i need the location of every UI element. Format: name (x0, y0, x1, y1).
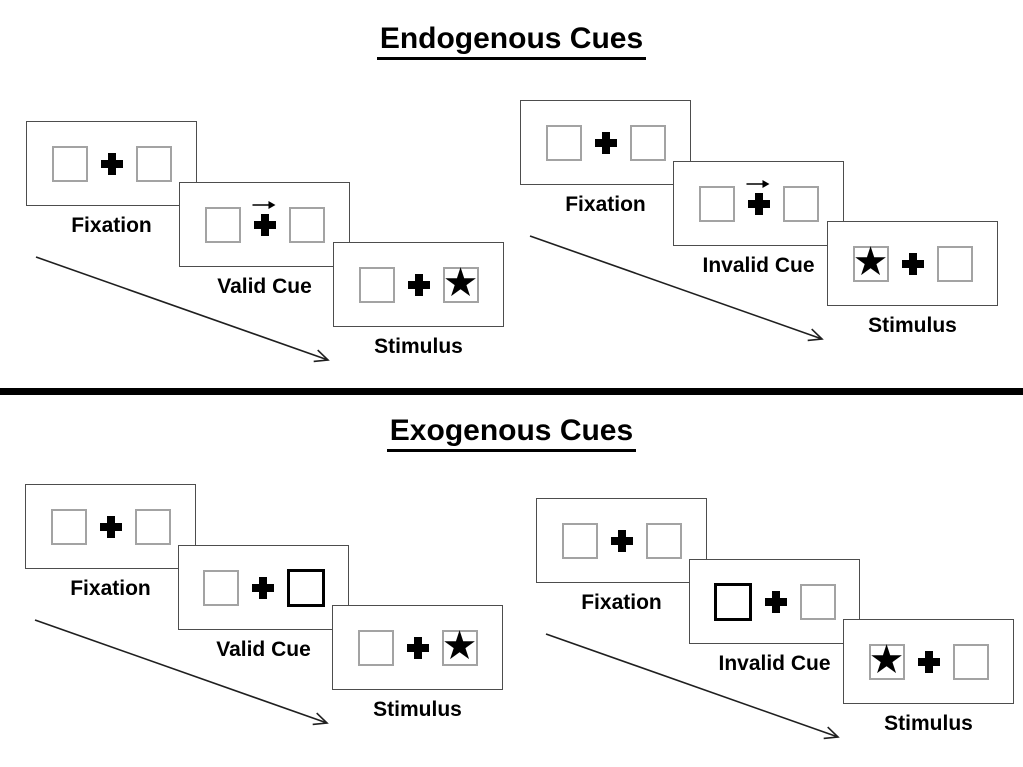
section-divider (0, 388, 1023, 395)
screen-label-cue: Valid Cue (217, 275, 312, 298)
target-square-left: ★ (852, 242, 889, 282)
screen-cue (673, 161, 844, 246)
placeholder-square-right (782, 185, 819, 222)
fixation-cross-icon (99, 515, 122, 538)
fixation-cross-icon (594, 131, 617, 154)
placeholder-square-left (357, 629, 394, 666)
placeholder-square-right (135, 145, 172, 182)
fixation-cross-icon (901, 252, 924, 275)
screen-label-cue: Invalid Cue (718, 652, 831, 675)
placeholder-square-left (358, 266, 395, 303)
cue-highlight-square-right (286, 568, 325, 607)
placeholder-square-left (202, 569, 239, 606)
timeline-arrow-icon (28, 251, 344, 378)
fixation-cross-icon (917, 650, 940, 673)
placeholder-square-right (952, 643, 989, 680)
fixation-cross-icon (251, 576, 274, 599)
placeholder-square-right (288, 206, 325, 243)
target-square-right: ★ (441, 626, 478, 666)
star-icon: ★ (868, 636, 905, 683)
screen-stimulus: ★ (843, 619, 1014, 704)
screen-stimulus: ★ (332, 605, 503, 690)
placeholder-square-left (698, 185, 735, 222)
placeholder-square-right (645, 522, 682, 559)
target-square-right: ★ (442, 263, 479, 303)
screen-fixation (26, 121, 197, 206)
placeholder-square-left (50, 508, 87, 545)
fixation-cross-icon (610, 529, 633, 552)
screen-label-cue: Valid Cue (216, 638, 311, 661)
screen-cue (179, 182, 350, 267)
screen-label-stimulus: Stimulus (868, 314, 957, 337)
screen-label-cue: Invalid Cue (702, 254, 815, 277)
exogenous-section-header: Exogenous Cues (0, 414, 1023, 452)
fixation-cross-icon (764, 590, 787, 613)
fixation-cross-icon (406, 636, 429, 659)
placeholder-square-right (799, 583, 836, 620)
timeline-arrow-icon (538, 628, 854, 755)
endogenous-section-header: Endogenous Cues (0, 22, 1023, 60)
fixation-cross-icon (100, 152, 123, 175)
star-icon: ★ (442, 259, 479, 306)
screen-fixation (25, 484, 196, 569)
cue-arrow-icon (251, 198, 277, 216)
fixation-cross-icon (251, 200, 276, 236)
cue-arrow-icon (745, 177, 771, 195)
screen-stimulus: ★ (827, 221, 998, 306)
screen-label-fixation: Fixation (71, 214, 152, 237)
placeholder-square-right (936, 245, 973, 282)
timeline-arrow-icon (522, 230, 838, 357)
screen-label-fixation: Fixation (70, 577, 151, 600)
screen-cue (689, 559, 860, 644)
screen-label-stimulus: Stimulus (884, 712, 973, 735)
cue-highlight-square-left (713, 582, 752, 621)
placeholder-square-right (134, 508, 171, 545)
screen-fixation (520, 100, 691, 185)
exogenous-section-title: Exogenous Cues (386, 414, 637, 452)
endogenous-section-title: Endogenous Cues (376, 22, 647, 60)
screen-cue (178, 545, 349, 630)
placeholder-square-right (629, 124, 666, 161)
screen-stimulus: ★ (333, 242, 504, 327)
placeholder-square-left (204, 206, 241, 243)
target-square-left: ★ (868, 640, 905, 680)
screen-fixation (536, 498, 707, 583)
screen-label-fixation: Fixation (581, 591, 662, 614)
screen-label-stimulus: Stimulus (374, 335, 463, 358)
screen-label-stimulus: Stimulus (373, 698, 462, 721)
placeholder-square-left (51, 145, 88, 182)
star-icon: ★ (441, 622, 478, 669)
timeline-arrow-icon (27, 614, 343, 741)
screen-label-fixation: Fixation (565, 193, 646, 216)
fixation-cross-icon (745, 179, 770, 215)
star-icon: ★ (852, 238, 889, 285)
placeholder-square-left (545, 124, 582, 161)
placeholder-square-left (561, 522, 598, 559)
fixation-cross-icon (407, 273, 430, 296)
